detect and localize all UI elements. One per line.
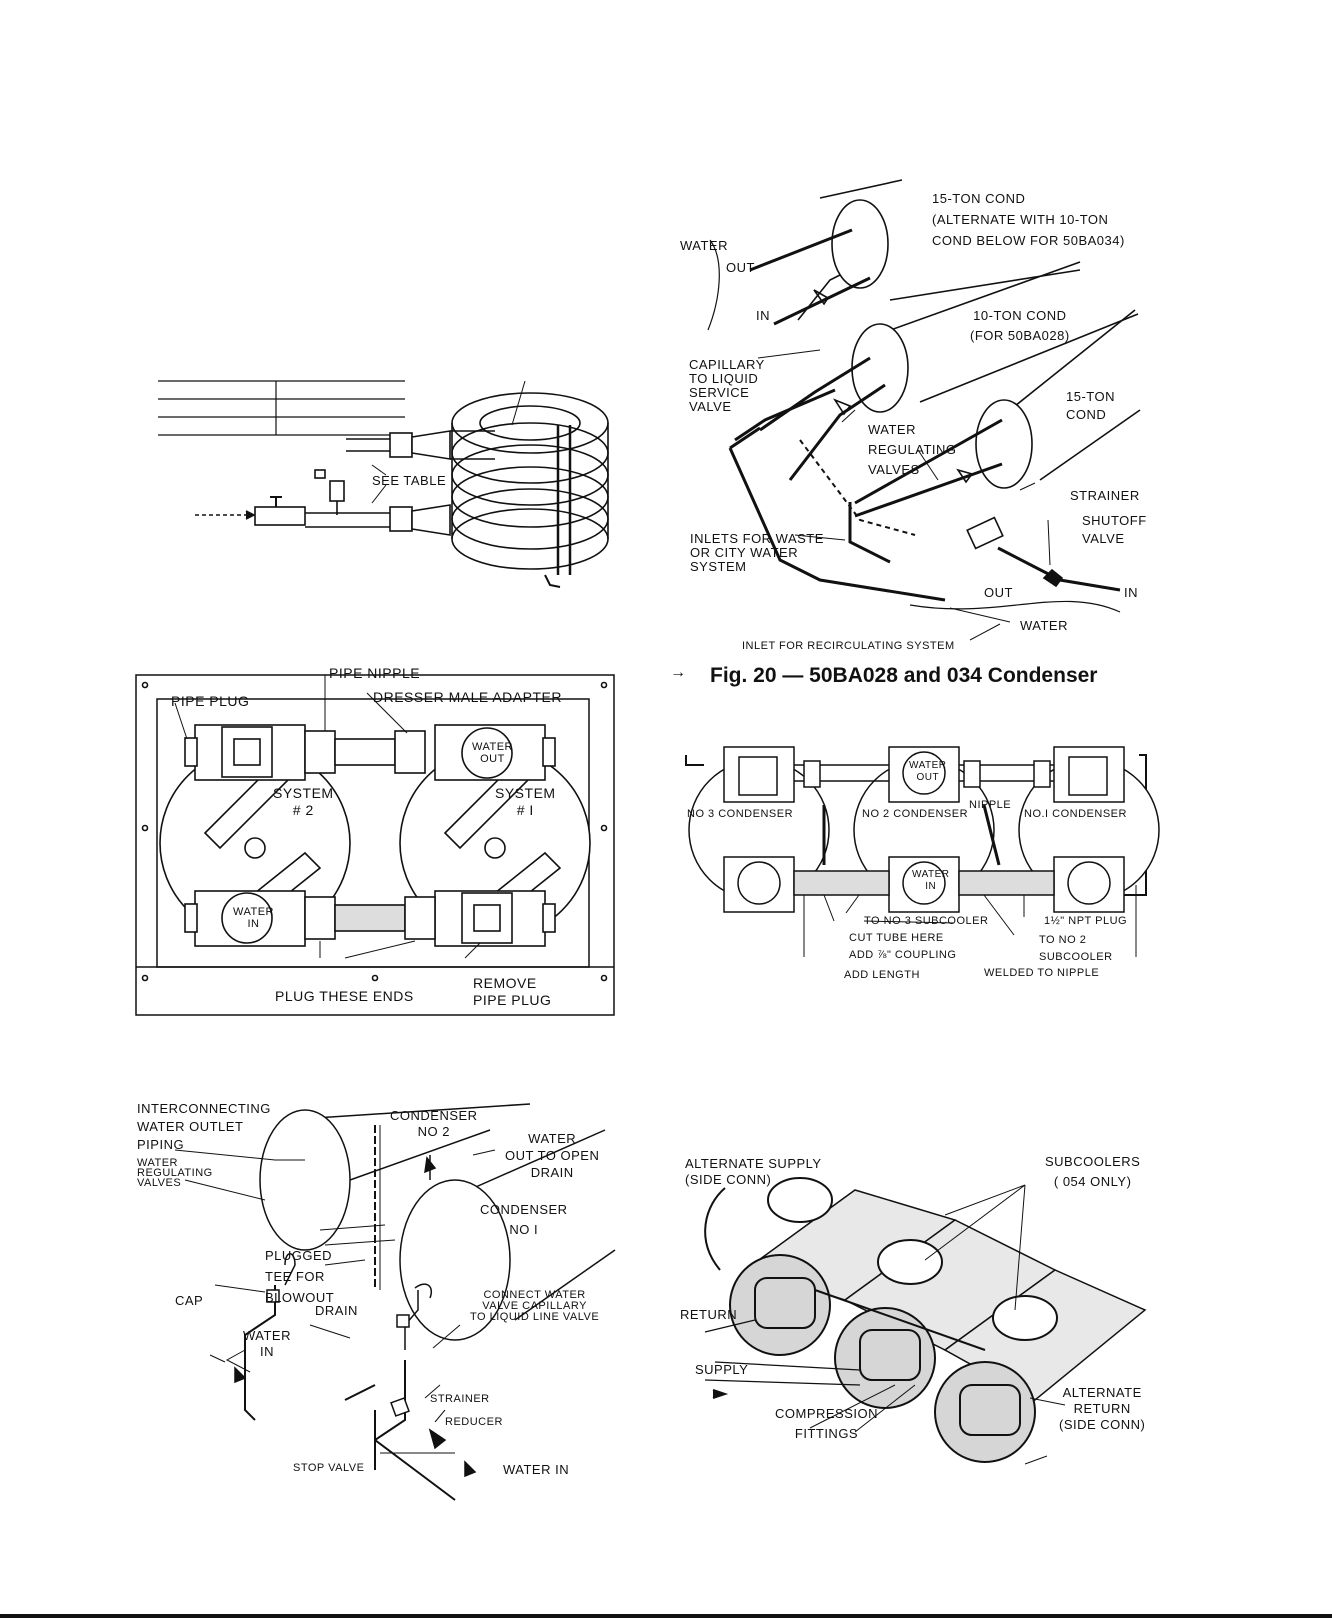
fig20-water-bottom-label: WATER: [1020, 618, 1068, 633]
fig20-out-label: OUT: [726, 260, 755, 275]
twin-water-in-label: WATER IN: [233, 906, 274, 930]
triple-add-length-label: ADD LENGTH: [844, 969, 920, 981]
fig20-inlet-recirc-label: INLET FOR RECIRCULATING SYSTEM: [742, 640, 955, 652]
triple-nipple-label: NIPPLE: [969, 799, 1012, 811]
piping-cap-label: CAP: [175, 1293, 204, 1308]
fig20-drawing: [707, 179, 1141, 641]
sub-return-label: RETURN: [680, 1307, 738, 1322]
piping-plugged-tee-label: PLUGGED TEE FOR BLOWOUT: [265, 1248, 335, 1305]
fig20-in-bottom-label: IN: [1124, 585, 1138, 600]
triple-no3-condenser-label: NO 3 CONDENSER: [687, 808, 794, 820]
subcoolers-diagram: ALTERNATE SUPPLY (SIDE CONN) SUBCOOLERS …: [680, 1154, 1195, 1480]
triple-drawing: [685, 746, 1160, 957]
fig20-water-label: WATER: [680, 238, 728, 253]
triple-cut-tube-label: CUT TUBE HERE: [849, 932, 944, 944]
fig20-15ton-right-label: 15-TON COND: [1066, 389, 1115, 422]
piping-connect-capillary-label: CONNECT WATER VALVE CAPILLARY TO LIQUID …: [470, 1289, 600, 1323]
triple-water-out-label: WATER OUT: [909, 760, 947, 783]
coil-condenser-diagram: SEE TABLE: [150, 375, 620, 605]
fig20-regulating-valves-label: WATER REGULATING VALVES: [868, 422, 957, 477]
piping-water-in2-label: WATER IN: [503, 1462, 570, 1477]
triple-to-no2-subcooler-label: TO NO 2 SUBCOOLER: [1039, 934, 1113, 963]
twin-remove-pipe-plug-label: REMOVE PIPE PLUG: [473, 975, 552, 1008]
triple-water-in-label: WATER IN: [912, 869, 950, 892]
revision-arrow-mark: →: [670, 664, 686, 681]
fig20-10ton-cond-label: 10-TON COND (FOR 50BA028): [970, 308, 1070, 343]
piping-water-out-drain-label: WATER OUT TO OPEN DRAIN: [505, 1131, 600, 1180]
fig20-strainer-label: STRAINER: [1070, 488, 1140, 503]
twin-condenser-diagram: PIPE NIPPLE PIPE PLUG DRESSER MALE ADAPT…: [135, 665, 615, 1018]
fig20-condenser-diagram: 15-TON COND (ALTERNATE WITH 10-TON COND …: [680, 179, 1200, 680]
subcoolers-drawing: [704, 1177, 1147, 1465]
coil-drawing: [158, 380, 609, 588]
fig20-shutoff-valve-label: SHUTOFF VALVE: [1082, 513, 1147, 546]
triple-npt-plug-label: 1½" NPT PLUG: [1044, 915, 1128, 927]
triple-condenser-diagram: WATER OUT NIPPLE NO 3 CONDENSER NO 2 CON…: [684, 745, 1164, 995]
piping-drain-label: DRAIN: [315, 1303, 358, 1318]
fig20-15ton-cond-label: 15-TON COND (ALTERNATE WITH 10-TON COND …: [932, 191, 1125, 248]
twin-pipe-nipple-label: PIPE NIPPLE: [329, 665, 421, 681]
sub-compression-label: COMPRESSION FITTINGS: [775, 1406, 879, 1441]
piping-strainer-label: STRAINER: [430, 1393, 490, 1405]
triple-welded-label: WELDED TO NIPPLE: [984, 967, 1100, 979]
twin-dresser-adapter-label: DRESSER MALE ADAPTER: [373, 689, 562, 705]
twin-system2-label: SYSTEM # 2: [273, 785, 334, 818]
piping-condenser2-label: CONDENSER NO 2: [390, 1108, 478, 1139]
twin-system1-label: SYSTEM # I: [495, 785, 556, 818]
sub-alt-supply-label: ALTERNATE SUPPLY (SIDE CONN): [685, 1156, 822, 1187]
piping-reducer-label: REDUCER: [445, 1416, 503, 1428]
coil-see-table-label: SEE TABLE: [372, 473, 447, 488]
piping-stop-valve-label: STOP VALVE: [293, 1462, 365, 1474]
triple-no1-condenser-label: NO.I CONDENSER: [1024, 808, 1127, 820]
fig20-inlets-label: INLETS FOR WASTE OR CITY WATER SYSTEM: [690, 531, 824, 574]
triple-no2-condenser-label: NO 2 CONDENSER: [862, 808, 969, 820]
triple-add-coupling-label: ADD ⅞" COUPLING: [849, 949, 957, 961]
twin-water-out-label: WATER OUT: [472, 741, 513, 765]
piping-diagram: INTERCONNECTING WATER OUTLET PIPING COND…: [135, 1101, 645, 1501]
piping-regulating-valves-label: WATER REGULATING VALVES: [137, 1157, 213, 1189]
piping-condenser1-label: CONDENSER NO I: [480, 1202, 568, 1237]
twin-pipe-plug-label: PIPE PLUG: [171, 693, 250, 709]
page-bottom-rule: [0, 1614, 1332, 1618]
piping-interconnecting-label: INTERCONNECTING WATER OUTLET PIPING: [137, 1101, 271, 1152]
fig20-out-bottom-label: OUT: [984, 585, 1013, 600]
piping-drawing: [174, 1103, 616, 1501]
fig20-caption: Fig. 20 — 50BA028 and 034 Condenser: [710, 664, 1098, 687]
sub-subcoolers-label: SUBCOOLERS ( 054 ONLY): [1045, 1154, 1141, 1189]
twin-plug-these-ends-label: PLUG THESE ENDS: [275, 988, 414, 1004]
piping-water-in-label: WATER IN: [243, 1328, 291, 1359]
triple-to-no3-subcooler-label: TO NO 3 SUBCOOLER: [864, 915, 989, 927]
sub-supply-label: SUPPLY: [695, 1362, 749, 1377]
fig20-in-label: IN: [756, 308, 770, 323]
sub-alt-return-label: ALTERNATE RETURN (SIDE CONN): [1059, 1385, 1146, 1432]
twin-drawing: [135, 674, 615, 1016]
fig20-capillary-label: CAPILLARY TO LIQUID SERVICE VALVE: [689, 357, 765, 414]
